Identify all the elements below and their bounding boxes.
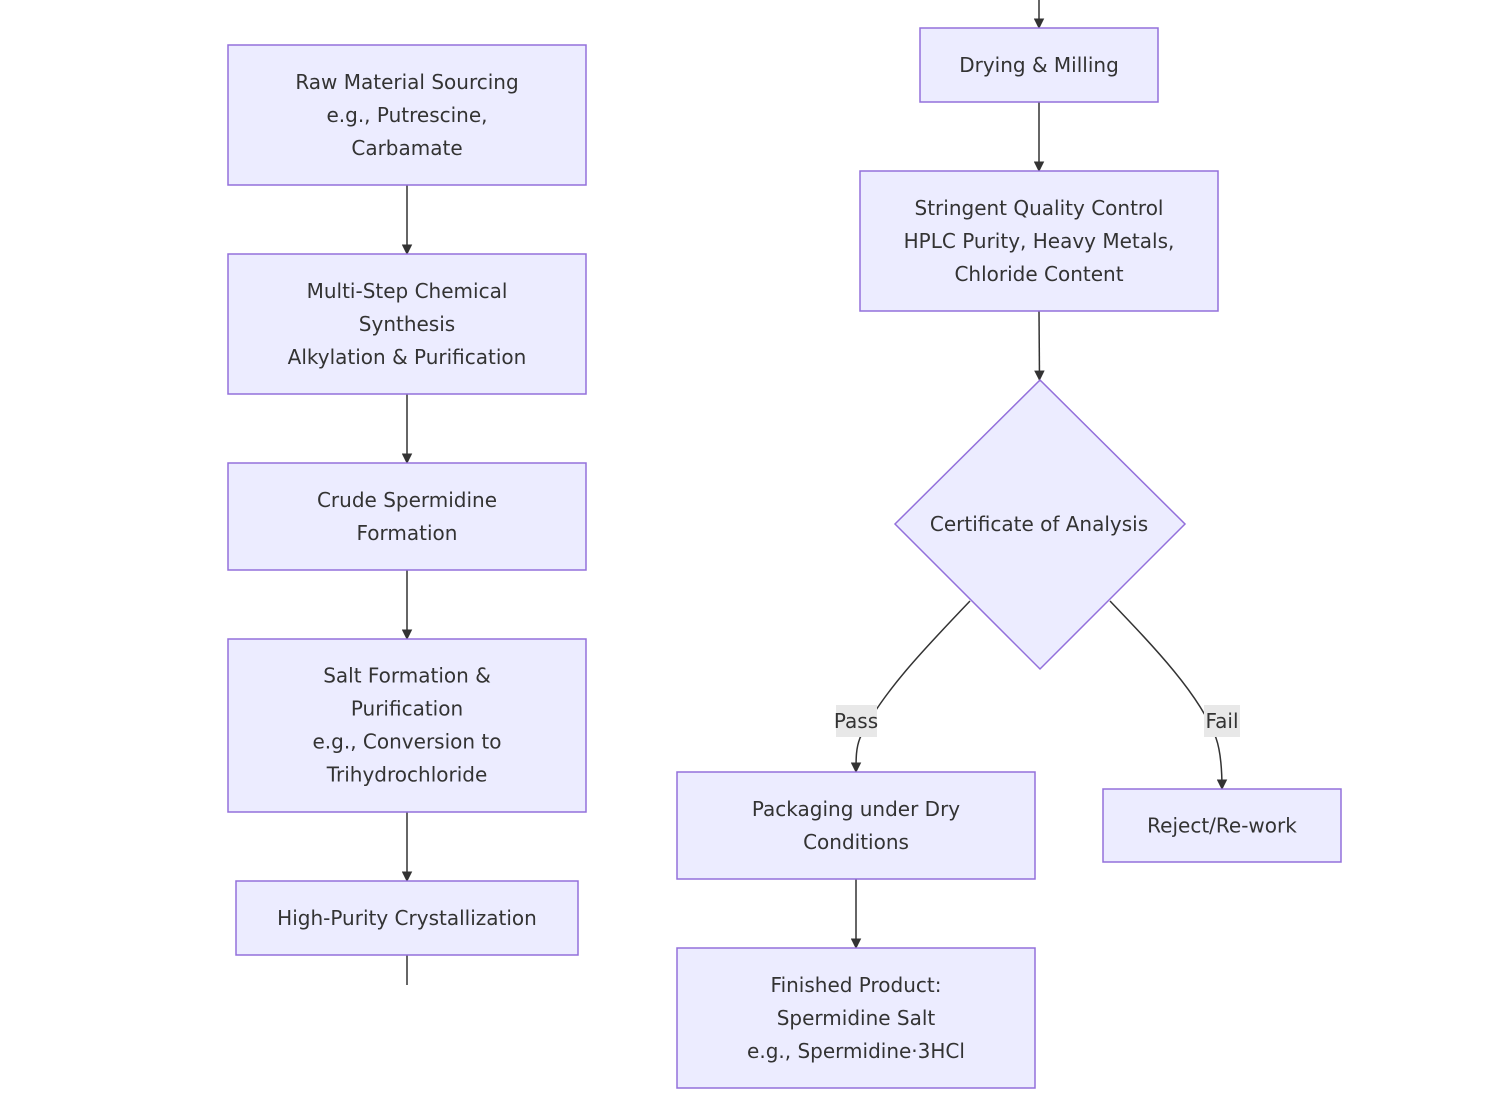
label-line: Trihydrochloride xyxy=(326,763,488,787)
node-salt-formation: Salt Formation & Purification e.g., Conver… xyxy=(227,638,587,813)
node-finished-product: Finished Product: Spermidine Salt e.g., Sp… xyxy=(676,947,1036,1089)
label-line: Spermidine Salt xyxy=(777,1006,936,1030)
edge-label-pass: Pass xyxy=(834,705,878,737)
decision-certificate-of-analysis: Certificate of Analysis xyxy=(893,378,1187,671)
node-raw-material-sourcing-label: Raw Material Sourcing e.g., Putrescine, Ca… xyxy=(295,70,518,160)
node-raw-material-sourcing: Raw Material Sourcing e.g., Putrescine, Ca… xyxy=(227,44,587,186)
label-line: Drying & Milling xyxy=(959,53,1119,77)
label-line: Purification xyxy=(351,697,463,721)
label-line: Raw Material Sourcing xyxy=(295,70,518,94)
label-line: Conditions xyxy=(803,830,909,854)
label-line: Certificate of Analysis xyxy=(930,512,1148,536)
label-line: High-Purity Crystallization xyxy=(277,906,537,930)
label-line: Multi-Step Chemical xyxy=(307,279,508,303)
node-reject-rework: Reject/Re-work xyxy=(1102,788,1342,863)
node-drying-milling: Drying & Milling xyxy=(919,27,1159,103)
label-line: HPLC Purity, Heavy Metals, xyxy=(904,229,1175,253)
label-line: Formation xyxy=(357,521,458,545)
label-line: Chloride Content xyxy=(954,262,1123,286)
node-salt-formation-label: Salt Formation & Purification e.g., Conver… xyxy=(313,664,502,787)
label-line: Reject/Re-work xyxy=(1147,814,1297,838)
label-line: Carbamate xyxy=(351,136,462,160)
label-line: Alkylation & Purification xyxy=(288,345,527,369)
node-crystallization: High-Purity Crystallization xyxy=(235,880,579,956)
edge-coa-pass-to-packaging xyxy=(850,600,971,774)
edge-qc-to-coa xyxy=(1034,310,1045,382)
label-line: e.g., Putrescine, xyxy=(326,103,487,127)
node-drying-milling-label: Drying & Milling xyxy=(959,53,1119,77)
edge-label-fail-text: Fail xyxy=(1205,709,1238,733)
node-crystallization-label: High-Purity Crystallization xyxy=(277,906,537,930)
decision-certificate-of-analysis-label: Certificate of Analysis xyxy=(930,512,1148,536)
label-line: Salt Formation & xyxy=(323,664,491,688)
node-reject-rework-label: Reject/Re-work xyxy=(1147,814,1297,838)
label-line: Packaging under Dry xyxy=(752,797,960,821)
label-line: e.g., Spermidine·3HCl xyxy=(747,1039,965,1063)
label-line: Finished Product: xyxy=(771,973,942,997)
label-line: e.g., Conversion to xyxy=(313,730,502,754)
edge-label-pass-text: Pass xyxy=(834,709,878,733)
label-line: Synthesis xyxy=(359,312,455,336)
edge-label-fail: Fail xyxy=(1204,705,1240,737)
edge-coa-fail-to-reject xyxy=(1109,600,1228,791)
label-line: Crude Spermidine xyxy=(317,488,497,512)
node-finished-product-label: Finished Product: Spermidine Salt e.g., Sp… xyxy=(747,973,965,1063)
label-line: Stringent Quality Control xyxy=(915,196,1164,220)
